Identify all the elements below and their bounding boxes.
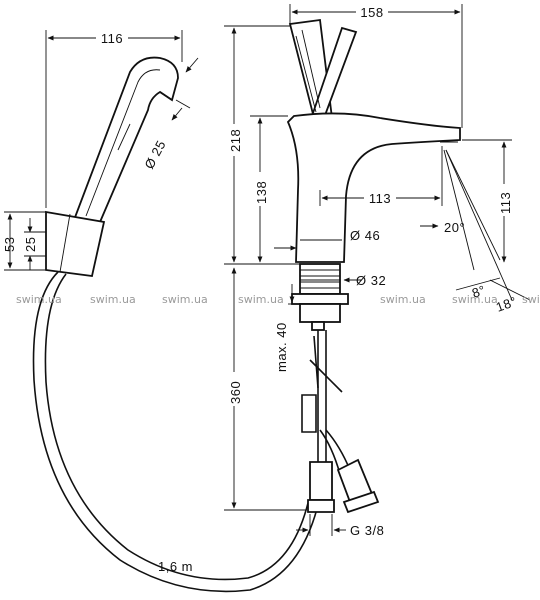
watermark: swim.ua [452,293,498,306]
dim-faucet-height: 218 [228,129,243,152]
dim-max-thickness: max. 40 [274,322,289,372]
dim-tilt-small: 8° [470,282,488,301]
dim-connection-thread: G 3/8 [350,523,384,538]
dim-spray-angle-label: 20° [444,220,465,235]
dim-360: 360 [224,267,306,511]
faucet [286,18,461,514]
dim-tilt: 8° 18° [455,277,531,315]
dim-shower-head-diameter: Ø 25 [141,138,168,172]
hand-shower [32,56,319,593]
watermark: swim.ua [522,293,540,306]
dim-g38: G 3/8 [296,514,384,538]
watermark: swim.ua [16,293,62,306]
dim-spout-height: 138 [254,181,269,204]
dim-spout-clearance: 113 [498,192,513,214]
dim-hose-under: 360 [228,381,243,404]
dim-113-v: 113 [462,139,513,263]
dim-spout-reach: 113 [369,191,391,206]
dim-spray-angle: 20° [420,149,513,301]
dim-113-h: 113 [319,146,443,206]
dim-hose-length: 1,6 m [158,559,193,574]
dim-138: 138 [250,115,297,263]
dim-158: 158 [289,3,463,128]
dim-d32: Ø 32 [300,273,386,288]
dim-base-diameter: Ø 46 [350,228,380,243]
dim-holder-inner: 25 [23,237,38,252]
dim-holder-outer: 53 [2,237,17,252]
dim-faucet-width: 158 [360,5,383,20]
dim-holder: 53 25 [2,211,46,271]
dim-shower-width: 116 [101,31,123,46]
watermark: swim.ua [238,293,284,306]
dim-tilt-large: 18° [494,293,519,314]
dim-d46: Ø 46 [350,228,380,243]
watermark: swim.ua [380,293,426,306]
watermark: swim.ua [90,293,136,306]
dim-max40: max. 40 [274,284,300,372]
watermarks: swim.ua swim.ua swim.ua swim.ua swim.ua … [16,293,540,306]
dim-116: 116 [45,30,183,208]
watermark: swim.ua [162,293,208,306]
dim-hose: 1,6 m [158,559,193,574]
dim-218: 218 [224,25,300,265]
dim-thread-diameter: Ø 32 [356,273,386,288]
